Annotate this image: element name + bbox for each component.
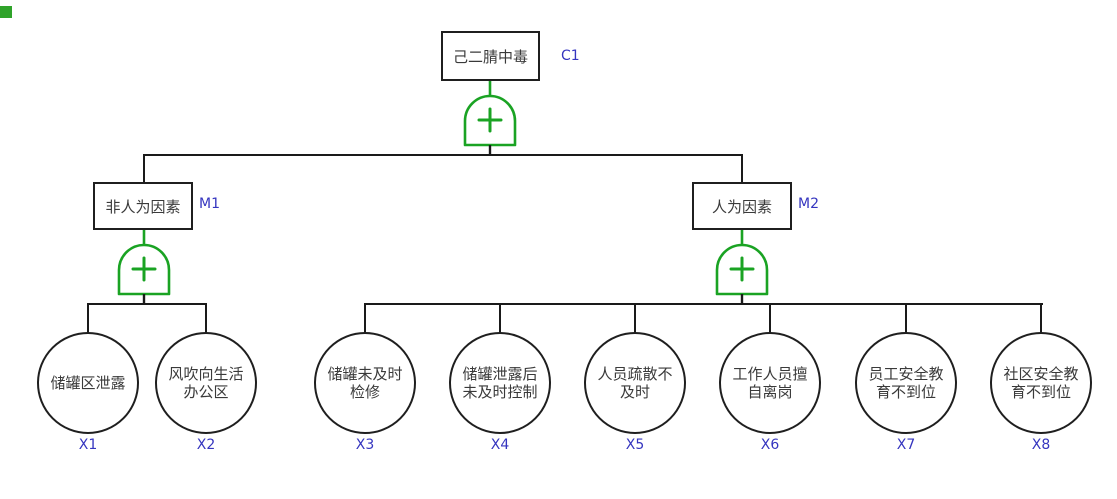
basic-event-circle-x3[interactable]: 储罐未及时检修 <box>314 332 416 434</box>
basic-event-id-x1: X1 <box>78 437 98 453</box>
connector-drop-x8 <box>1040 303 1042 333</box>
or-plus-icon <box>729 256 755 282</box>
basic-event-id-x3: X3 <box>355 437 375 453</box>
top-event-label: 己二腈中毒 <box>452 47 528 66</box>
basic-event-circle-x8[interactable]: 社区安全教育不到位 <box>990 332 1092 434</box>
connector-drop-x1 <box>87 303 89 333</box>
connector-drop-x4 <box>499 303 501 333</box>
basic-event-label: 储罐区泄露 <box>50 373 126 392</box>
basic-event-id-x6: X6 <box>760 437 780 453</box>
connector-drop-x5 <box>634 303 636 333</box>
connector-drop-x2 <box>205 303 207 333</box>
basic-event-label: 储罐未及时检修 <box>327 364 403 401</box>
basic-event-id-x2: X2 <box>196 437 216 453</box>
basic-event-circle-x6[interactable]: 工作人员擅自离岗 <box>719 332 821 434</box>
connector-m1-horizontal <box>87 303 207 305</box>
connector-drop-x6 <box>769 303 771 333</box>
connector-drop-m1 <box>143 154 145 183</box>
basic-event-label: 储罐泄露后未及时控制 <box>462 364 538 401</box>
basic-event-label: 员工安全教育不到位 <box>868 364 944 401</box>
connector-top-horizontal <box>144 154 743 156</box>
top-event-box[interactable]: 己二腈中毒 <box>441 31 540 81</box>
basic-event-id-x4: X4 <box>490 437 510 453</box>
basic-event-circle-x7[interactable]: 员工安全教育不到位 <box>855 332 957 434</box>
or-gate-top[interactable] <box>462 81 518 155</box>
basic-event-circle-x5[interactable]: 人员疏散不及时 <box>584 332 686 434</box>
connector-drop-x3 <box>364 303 366 333</box>
intermediate-event-box-m2[interactable]: 人为因素 <box>692 182 792 230</box>
basic-event-id-x5: X5 <box>625 437 645 453</box>
connector-m2-horizontal <box>364 303 1043 305</box>
intermediate-event-box-m1[interactable]: 非人为因素 <box>93 182 193 230</box>
basic-event-label: 风吹向生活办公区 <box>168 364 244 401</box>
basic-event-label: 工作人员擅自离岗 <box>732 364 808 401</box>
or-gate-m2[interactable] <box>714 230 770 305</box>
basic-event-id-x7: X7 <box>896 437 916 453</box>
basic-event-id-x8: X8 <box>1031 437 1051 453</box>
basic-event-circle-x2[interactable]: 风吹向生活办公区 <box>155 332 257 434</box>
connector-drop-x7 <box>905 303 907 333</box>
or-gate-m1[interactable] <box>116 230 172 305</box>
intermediate-event-id-m2: M2 <box>798 196 819 212</box>
intermediate-event-label: 人为因素 <box>711 197 772 216</box>
intermediate-event-label: 非人为因素 <box>105 197 181 216</box>
or-plus-icon <box>477 107 503 133</box>
or-plus-icon <box>131 256 157 282</box>
basic-event-label: 社区安全教育不到位 <box>1003 364 1079 401</box>
basic-event-circle-x4[interactable]: 储罐泄露后未及时控制 <box>449 332 551 434</box>
stray-green-square <box>0 6 12 18</box>
top-event-id: C1 <box>561 48 580 64</box>
connector-drop-m2 <box>741 154 743 183</box>
basic-event-circle-x1[interactable]: 储罐区泄露 <box>37 332 139 434</box>
intermediate-event-id-m1: M1 <box>199 196 220 212</box>
basic-event-label: 人员疏散不及时 <box>597 364 673 401</box>
